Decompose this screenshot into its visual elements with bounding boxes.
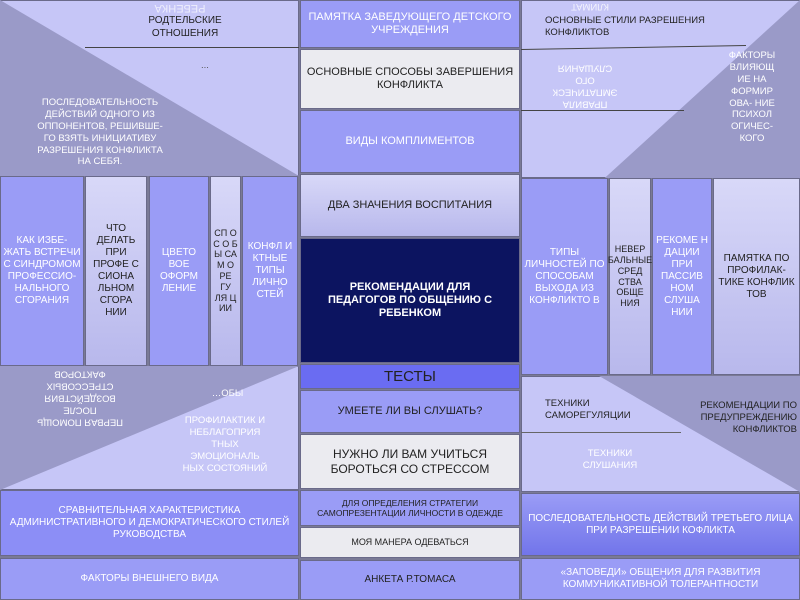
flipped-text: Ребенка (154, 1, 206, 14)
link-two-meanings[interactable]: Два значения воспитания (300, 174, 520, 237)
link-empathic-listening[interactable]: Правила эмпатическ ого слушания (552, 62, 618, 110)
link-conflict-styles[interactable]: Основные стили разрешения конфликтов (545, 15, 705, 38)
link-psych-climate-factors[interactable]: Факторы влияющ ие на формир ова- ние пси… (728, 50, 776, 145)
link-burnout-what-to-do[interactable]: Что делать при профе с сиона льном сгора… (85, 176, 147, 366)
link-commandments[interactable]: «Заповеди» общения для развития коммуник… (521, 558, 800, 600)
link-conflict-ending-ways[interactable]: Основные способы завершения конфликта (300, 49, 520, 109)
link-compliments[interactable]: Виды комплиментов (300, 110, 520, 173)
link-parent-relations[interactable]: Родтельские отношения (148, 15, 222, 39)
link-test-stress[interactable]: Нужно ли вам учиться бороться со стрессо… (300, 434, 520, 489)
link-listening-techniques[interactable]: Техники слушания (582, 448, 638, 471)
link-opponent-sequence[interactable]: Последовательность действий одного из оп… (37, 97, 163, 168)
link-first-aid-stress[interactable]: Первая помощь после воздействия стрессов… (36, 368, 124, 428)
tests-header: Тесты (300, 364, 520, 389)
link-memo-head[interactable]: Памятка заведующего детского учреждения (300, 0, 520, 48)
link-leadership-styles[interactable]: Сравнительная характеристика администрат… (0, 490, 299, 556)
dots: ... (201, 60, 209, 71)
link-self-regulation-ways[interactable]: Сп о с о б ы са м о ре гу ля ц ии (210, 176, 241, 366)
link-test-listen[interactable]: Умеете ли вы слушать? (300, 390, 520, 433)
link-test-strategy[interactable]: Для определения стратегии самопрезентаци… (300, 490, 520, 526)
link-personality-types[interactable]: Типы личностей по способам выхода из кон… (521, 178, 608, 375)
link-passive-listening[interactable]: Рекоме н дации при пассив ном слуша нии (652, 178, 712, 375)
link-appearance-factors[interactable]: Факторы внешнего вида (0, 558, 299, 600)
link-prevention-recommendations[interactable]: Рекомендации по предупреждению конфликто… (700, 400, 797, 435)
link-nonverbal[interactable]: Невер бальные сред ства обще ния (608, 178, 652, 375)
link-test-manner[interactable]: Моя манера одеваться (300, 527, 520, 558)
link-burnout-avoid[interactable]: Как избе- жать встречи с синдромом профе… (0, 176, 84, 366)
link-self-regulation-techniques[interactable]: Техники саморегуляции (545, 398, 631, 421)
link-main-recommendations[interactable]: Рекомендации для педагогов по общению с … (300, 238, 520, 363)
link-third-party-sequence[interactable]: Последовательность действий третьего лиц… (521, 493, 800, 556)
flipped-climate: Климат (571, 0, 609, 12)
link-conflict-prevention-memo[interactable]: Памятка по профилак- тике конфлик тов (713, 178, 800, 375)
link-color-design[interactable]: Цвето вое оформ ление (149, 176, 209, 366)
link-thomas-survey[interactable]: Анкета Р.Томаса (300, 560, 520, 600)
fragment: …обы (211, 388, 244, 399)
link-prevention-emotions[interactable]: Профилактик и неблагоприя тных эмоционал… (182, 415, 268, 474)
link-conflict-personalities[interactable]: Конфл и ктные типы лично стей (242, 176, 298, 366)
